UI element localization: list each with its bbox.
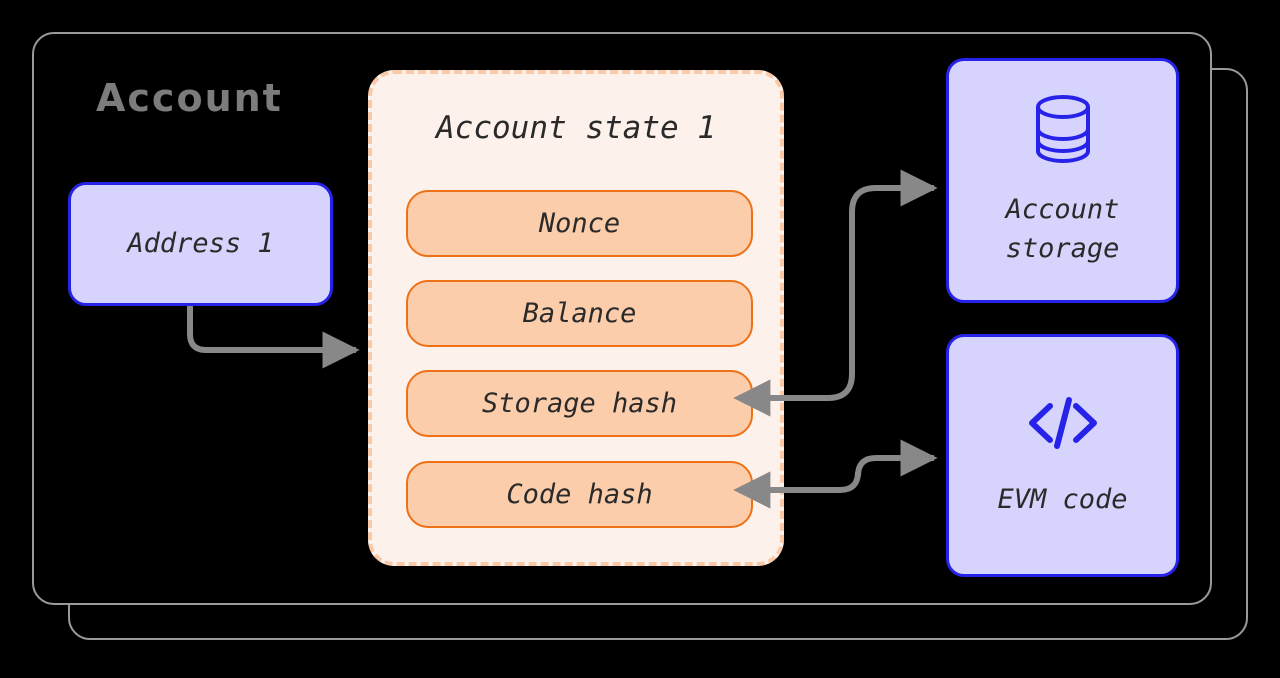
address-label: Address 1 [127,228,274,260]
page-title: Account [96,76,283,120]
field-nonce[interactable]: Nonce [406,190,753,257]
address-node[interactable]: Address 1 [68,182,333,306]
field-storage-hash-label: Storage hash [481,388,678,419]
field-nonce-label: Nonce [538,208,621,239]
account-storage-node[interactable]: Account storage [946,58,1179,303]
account-state-title: Account state 1 [436,110,716,146]
field-code-hash[interactable]: Code hash [406,461,753,528]
field-balance-label: Balance [522,298,637,329]
account-storage-label: Account storage [1005,193,1120,265]
evm-code-label: EVM code [997,483,1128,515]
account-state-container[interactable]: Account state 1 Nonce Balance Storage ha… [368,70,784,566]
field-storage-hash[interactable]: Storage hash [406,370,753,437]
evm-code-node[interactable]: EVM code [946,334,1179,577]
field-code-hash-label: Code hash [506,479,653,510]
code-brackets-icon [1024,392,1102,465]
field-balance[interactable]: Balance [406,280,753,347]
database-icon [1032,93,1094,176]
